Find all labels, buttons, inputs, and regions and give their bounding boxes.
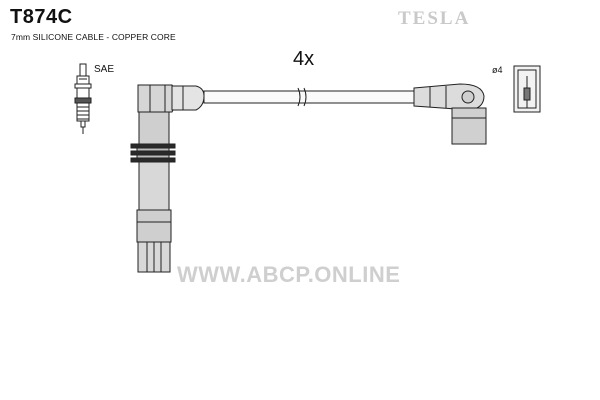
quantity-label: 4x [293,48,315,70]
sae-label: SAE [94,64,115,75]
spark-plug-icon [74,63,92,134]
part-number: T874C [10,6,73,28]
coil-boot [413,83,487,145]
cable-spec: 7mm SILICONE CABLE - COPPER CORE [11,32,176,42]
brand-logo: TESLA [398,8,471,29]
cable [203,87,419,107]
terminal-diameter-label: ø4 [492,65,503,75]
watermark: WWW.ABCP.ONLINE [177,262,401,287]
terminal-icon [513,65,541,113]
spark-plug-boot [130,84,205,273]
